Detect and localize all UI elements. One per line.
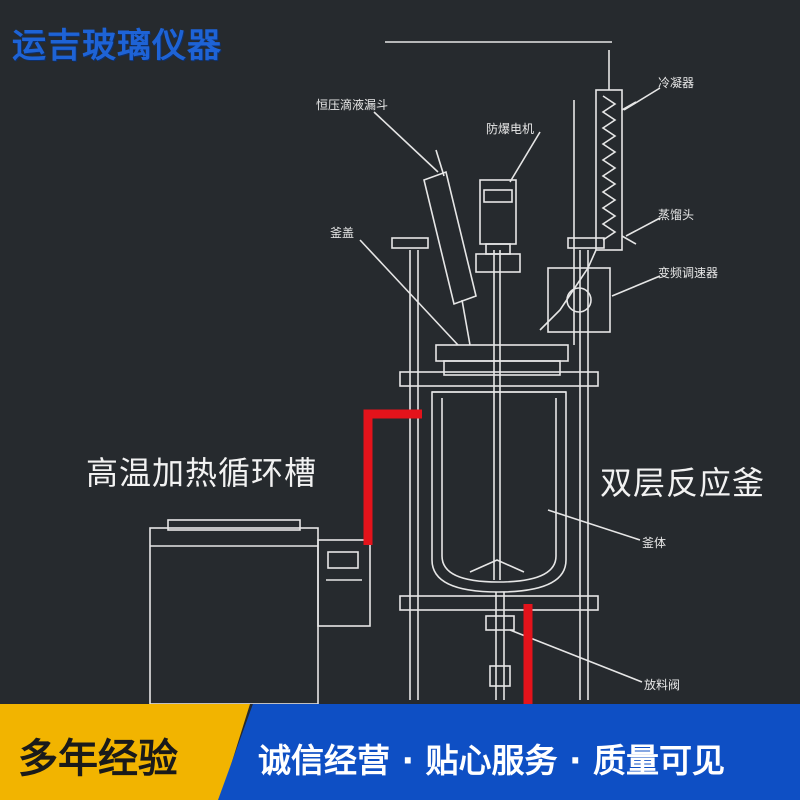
banner-left-panel (0, 704, 250, 800)
leader-condenser (623, 87, 661, 111)
label-kettle-body: 釜体 (642, 536, 667, 550)
condenser-column (595, 89, 623, 251)
bath-display (327, 551, 359, 569)
leader-kettle-body (547, 509, 641, 541)
leader-funnel (373, 111, 439, 173)
bottom-banner: 多年经验 (0, 704, 800, 800)
reactor-inner-wall (441, 398, 557, 583)
discharge-valve-handle (489, 665, 511, 687)
hot-pipe-inlet (363, 409, 422, 545)
leader-lid (359, 239, 459, 346)
motor-bracket (475, 253, 521, 273)
speed-controller-box (547, 267, 611, 333)
discharge-valve-body (485, 615, 515, 631)
speed-controller-knob (566, 287, 592, 313)
leader-motor (509, 131, 541, 183)
banner-experience-text: 多年经验 (18, 736, 178, 782)
motor-band (483, 189, 513, 203)
brand-title: 运吉玻璃仪器 (12, 26, 222, 66)
label-reactor: 双层反应釜 (600, 464, 766, 502)
banner-slogan-text: 诚信经营 · 贴心服务 · 质量可见 (258, 741, 726, 780)
label-lid: 釜盖 (330, 226, 355, 240)
reactor-diagram (149, 41, 661, 704)
label-discharge-valve: 放料阀 (644, 678, 681, 692)
motor-coupling (485, 243, 511, 255)
dropping-funnel-body (423, 170, 477, 306)
leader-distillation (625, 217, 661, 237)
bath-control-panel (317, 539, 371, 627)
label-condenser: 冷凝器 (658, 76, 695, 90)
upper-crossbar (399, 371, 599, 387)
funnel-stem (461, 299, 471, 346)
stirring-paddle (469, 559, 525, 573)
condenser-coil (601, 95, 617, 241)
leader-speed (611, 275, 661, 297)
label-pressure-funnel: 恒压滴液漏斗 (316, 98, 389, 112)
rod-clamp-left (391, 237, 429, 249)
rod-clamp-right (567, 237, 605, 249)
banner-right-panel (218, 704, 800, 800)
label-circulation-bath: 高温加热循环槽 (86, 454, 318, 492)
condenser-inlet (621, 235, 637, 245)
lower-crossbar (399, 595, 599, 611)
kettle-lid (435, 344, 569, 362)
label-speed-controller: 变频调速器 (658, 266, 719, 280)
label-distillation-head: 蒸馏头 (658, 208, 695, 222)
circulation-bath-lid (167, 519, 301, 531)
circulation-bath-body (149, 527, 319, 704)
funnel-neck (435, 149, 445, 177)
label-explosion-motor: 防爆电机 (486, 122, 535, 136)
reactor-outer-wall (431, 391, 567, 593)
lid-flange (443, 360, 561, 376)
